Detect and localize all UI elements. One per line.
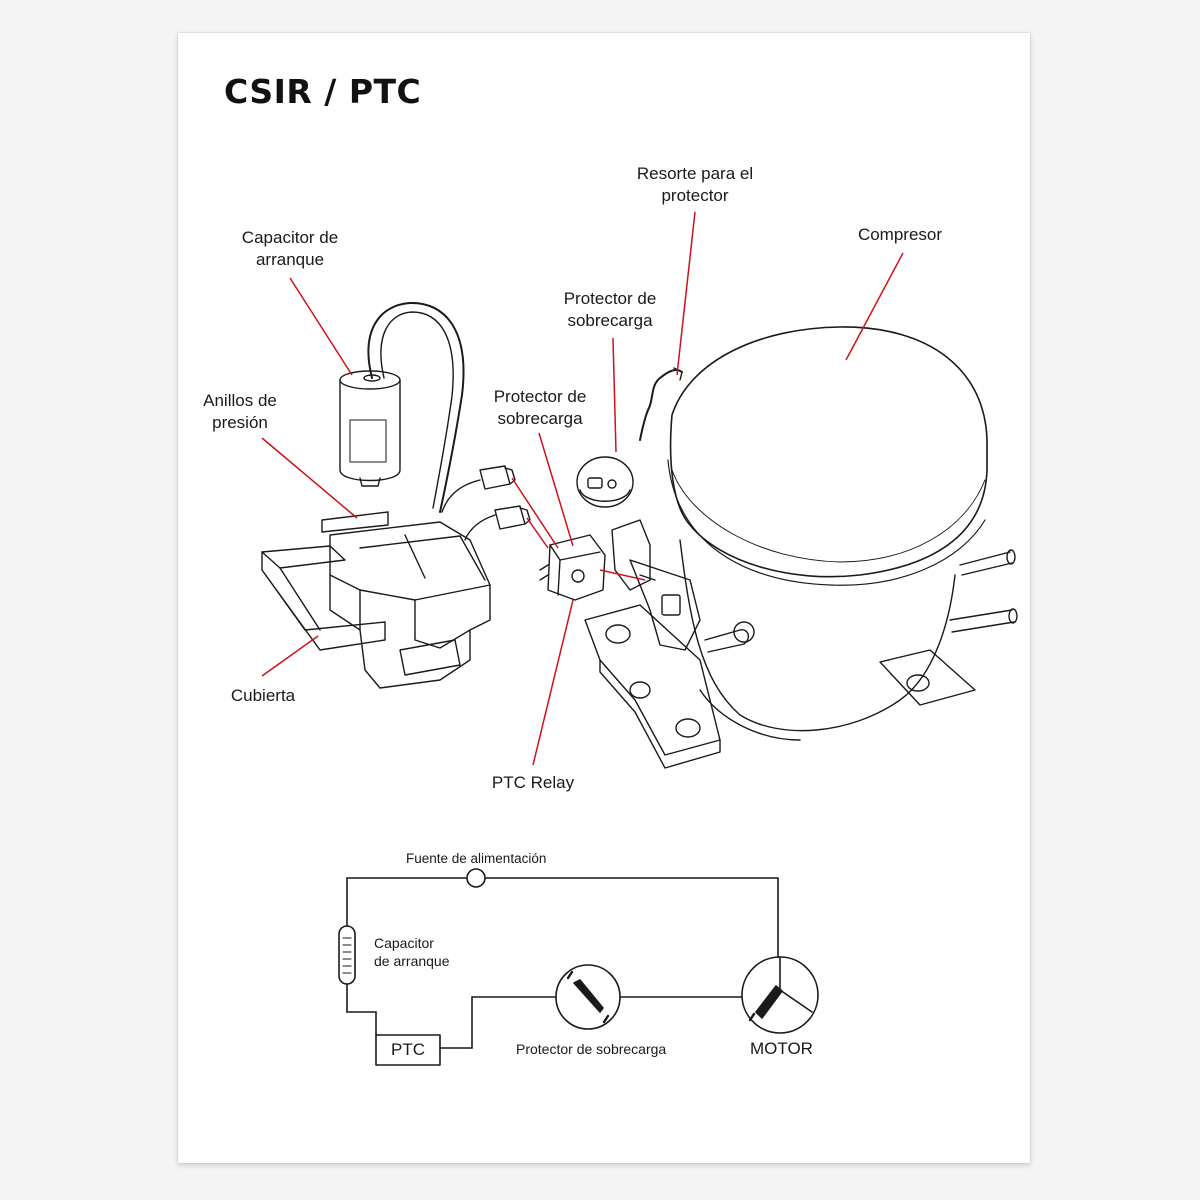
leader-anillos xyxy=(261,437,358,519)
compressor-drawing xyxy=(667,326,1018,741)
mounting-feet-drawing xyxy=(584,604,721,769)
label-overload-protector-top: Protector de sobrecarga xyxy=(563,289,657,330)
label-power-source: Fuente de alimentación xyxy=(406,851,547,866)
label-ptc-relay: PTC Relay xyxy=(491,773,575,792)
label-motor: MOTOR xyxy=(750,1039,813,1058)
motor-symbol xyxy=(741,956,819,1034)
label-pressure-rings: Anillos de presión xyxy=(203,391,277,432)
leader-terminal xyxy=(599,569,646,581)
label-compressor: Compresor xyxy=(857,225,943,244)
power-source-terminal xyxy=(466,868,486,888)
label-protector-spring: Resorte para el protector xyxy=(636,164,754,205)
label-overload-protector-mid: Protector de sobrecarga xyxy=(493,387,587,428)
cover-drawing xyxy=(329,521,491,689)
leader-protector-top xyxy=(612,337,617,453)
ptc-box xyxy=(375,1034,441,1066)
protector-spring-drawing xyxy=(639,367,683,441)
pressure-ring-bracket-drawing xyxy=(261,511,389,651)
page-title: CSIR / PTC xyxy=(224,72,422,111)
leader-resorte xyxy=(676,211,696,376)
start-capacitor-drawing xyxy=(339,301,465,513)
overload-protector-drawing xyxy=(576,456,634,508)
leader-protector-mid xyxy=(538,432,574,547)
label-ptc: PTC xyxy=(391,1040,425,1059)
leader-wire-b xyxy=(526,517,549,549)
paper-sheet xyxy=(178,33,1030,1163)
label-schematic-capacitor: Capacitor de arranque xyxy=(374,935,450,969)
leader-wire-a xyxy=(511,477,559,549)
leader-cubierta xyxy=(261,635,319,677)
ptc-relay-drawing xyxy=(539,534,606,601)
leader-compresor xyxy=(845,252,904,361)
capacitor-symbol xyxy=(338,925,356,985)
leader-capacitor xyxy=(289,277,353,376)
label-start-capacitor: Capacitor de arranque xyxy=(241,228,339,269)
leader-ptc-relay xyxy=(532,599,574,766)
label-cover: Cubierta xyxy=(230,686,296,705)
label-schematic-protector: Protector de sobrecarga xyxy=(516,1041,667,1057)
overload-protector-symbol xyxy=(555,964,621,1030)
